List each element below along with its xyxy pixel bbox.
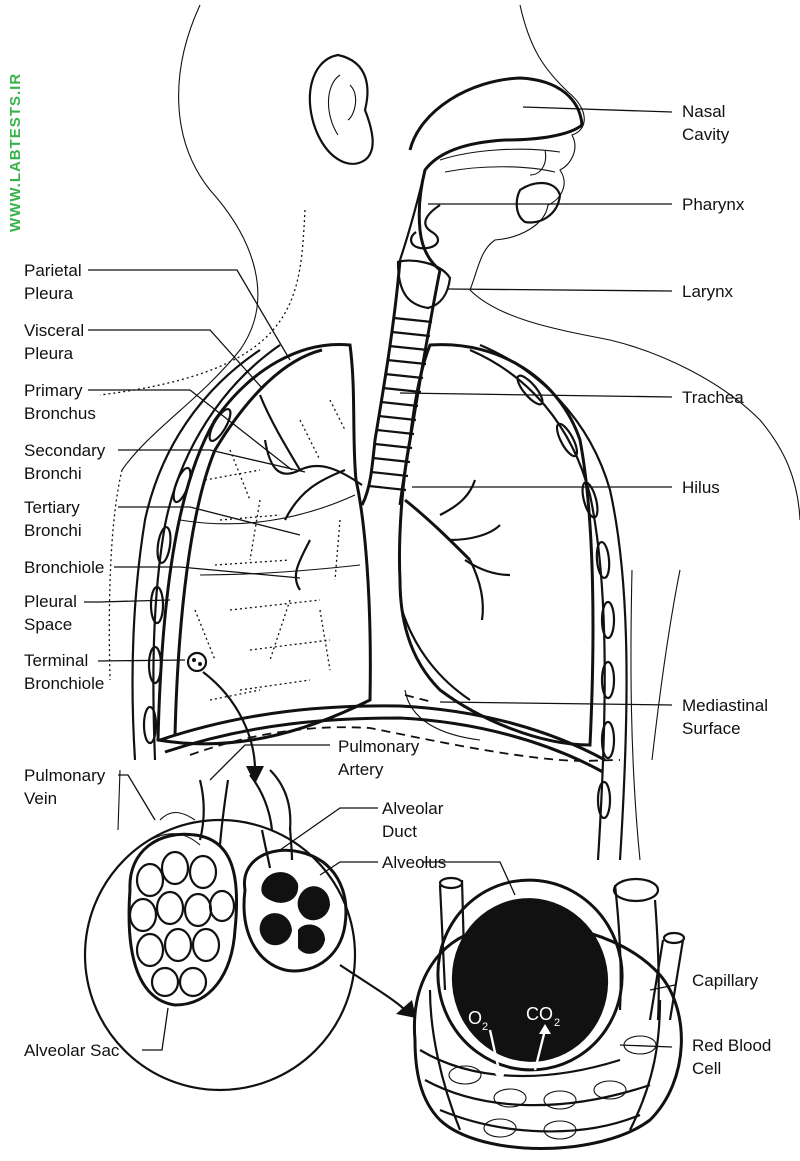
label-bronchiole: Bronchiole (24, 558, 104, 577)
watermark: WWW.LABTESTS.IR (7, 73, 24, 232)
label-trachea: Trachea (682, 388, 744, 407)
right-lung (397, 343, 595, 747)
label-capillary: Capillary (692, 971, 759, 990)
label-hilus: Hilus (682, 478, 720, 497)
carbon-dioxide-label: CO (526, 1004, 553, 1024)
label-pharynx: Pharynx (682, 195, 745, 214)
left-lung (156, 342, 372, 746)
oxygen-label: O (468, 1008, 482, 1028)
carbon-dioxide-subscript: 2 (554, 1017, 560, 1029)
zoom-arrows (202, 671, 416, 1018)
label-larynx: Larynx (682, 282, 734, 301)
label-alveolus: Alveolus (382, 853, 446, 872)
trachea-rings (368, 316, 433, 492)
leader-lines (84, 106, 676, 1051)
oxygen-subscript: 2 (482, 1021, 488, 1033)
alveolar-sac-magnified-view (83, 769, 357, 1092)
body-outline (99, 4, 800, 861)
diaphragm (159, 694, 621, 774)
alveolus-capillary-detail (412, 876, 686, 1150)
rib-cage (131, 343, 628, 861)
label-alveolar-sac: Alveolar Sac (24, 1041, 120, 1060)
ear-drawing (308, 53, 374, 165)
